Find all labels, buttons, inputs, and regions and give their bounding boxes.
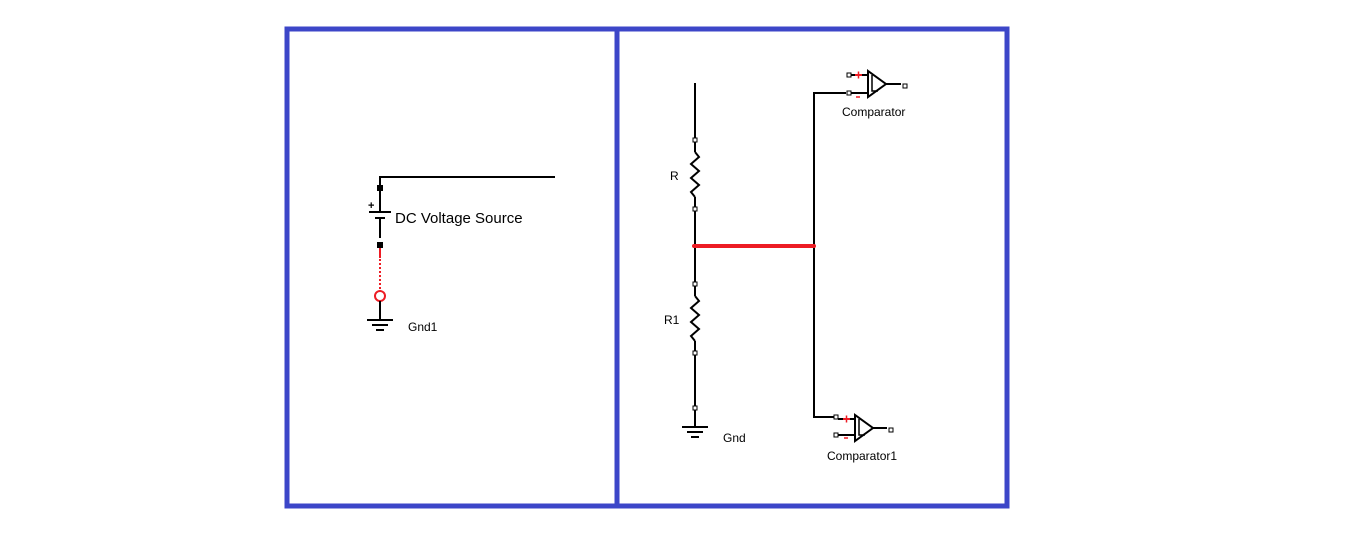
dc-port-bottom[interactable] bbox=[377, 242, 383, 248]
comparator-minus-port[interactable] bbox=[846, 90, 852, 96]
ground-gnd[interactable]: Gnd bbox=[682, 405, 746, 445]
comparator1-label: Comparator1 bbox=[827, 449, 897, 463]
comparator1-plus-port[interactable] bbox=[833, 414, 839, 420]
comparator-top[interactable]: Comparator bbox=[842, 69, 908, 119]
gnd-label: Gnd bbox=[723, 431, 746, 445]
comparator-bottom[interactable]: Comparator1 bbox=[827, 413, 897, 463]
dc-plus-sign: + bbox=[368, 200, 374, 212]
dc-port-top[interactable] bbox=[377, 185, 383, 191]
hysteresis-icon bbox=[858, 419, 865, 436]
comparator-triangle-icon bbox=[867, 69, 888, 99]
resistor-r-label: R bbox=[670, 169, 679, 183]
resistor-r1[interactable]: R1 bbox=[664, 281, 701, 356]
ground-gnd1[interactable]: Gnd1 bbox=[367, 301, 438, 334]
hysteresis-icon bbox=[871, 75, 878, 92]
dc-source-label: DC Voltage Source bbox=[395, 210, 523, 227]
selected-connection-dc-gnd[interactable] bbox=[374, 248, 386, 302]
gnd1-label: Gnd1 bbox=[408, 320, 438, 334]
ground-port-circle[interactable] bbox=[374, 290, 386, 302]
dc-voltage-source[interactable]: + DC Voltage Source bbox=[368, 176, 555, 248]
comparator-output-port[interactable] bbox=[902, 83, 908, 89]
comparator1-output-port[interactable] bbox=[888, 427, 894, 433]
wire-dc-top[interactable] bbox=[379, 176, 555, 186]
left-subsystem-frame[interactable] bbox=[284, 26, 620, 509]
resistor-r[interactable]: R bbox=[670, 83, 701, 212]
resistor-zigzag-icon bbox=[689, 151, 701, 198]
resistor-r1-label: R1 bbox=[664, 313, 680, 327]
comparator-label: Comparator bbox=[842, 105, 905, 119]
comparator-triangle-icon bbox=[854, 413, 875, 443]
comparator1-minus-port[interactable] bbox=[833, 432, 839, 438]
wire-comparator-bus[interactable] bbox=[813, 92, 846, 418]
resistor-zigzag-icon bbox=[689, 295, 701, 342]
comparator-plus-port[interactable] bbox=[846, 72, 852, 78]
right-subsystem-frame[interactable] bbox=[614, 26, 1010, 509]
